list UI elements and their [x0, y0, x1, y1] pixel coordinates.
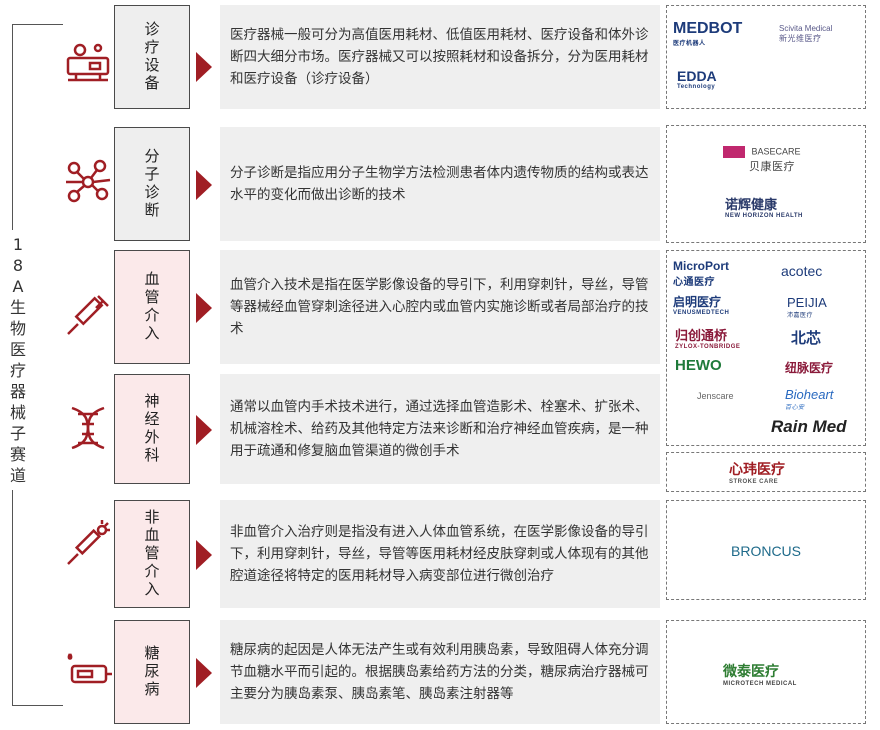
arrow-icon — [196, 658, 212, 688]
category-label: 非血管介入 — [114, 500, 190, 608]
description-box: 医疗器械一般可分为高值医用耗材、低值医用耗材、医疗设备和体外诊断四大细分市场。医… — [220, 5, 660, 109]
arrow-icon — [196, 415, 212, 445]
logo-rainmed: Rain Med — [771, 417, 847, 436]
probe-icon — [67, 520, 110, 565]
description-box: 糖尿病的起因是人体无法产生或有效利用胰岛素，导致阻碍人体充分调节血糖水平而引起的… — [220, 620, 660, 724]
side-title-char: 物 — [9, 319, 26, 338]
arrow-icon — [196, 170, 212, 200]
side-title-char: 赛 — [9, 445, 26, 464]
side-title-char: 8 — [12, 256, 24, 275]
molecule-icon — [66, 159, 111, 203]
side-title-char: 生 — [9, 298, 26, 317]
description-box: 非血管介入治疗则是指没有进入人体血管系统，在医学影像设备的导引下，利用穿刺针，导… — [220, 500, 660, 608]
syringe-icon — [67, 295, 109, 335]
glucose-meter-icon — [67, 653, 112, 684]
dna-icon — [71, 406, 105, 450]
logo-beixin: 北芯 — [791, 330, 822, 347]
arrow-icon — [196, 52, 212, 82]
logo-acotec: acotec — [781, 263, 823, 279]
logo-hewo: HEWO — [675, 357, 722, 374]
side-title-char: 道 — [9, 466, 26, 485]
description-box: 血管介入技术是指在医学影像设备的导引下，利用穿刺针，导丝，导管等器械经血管穿刺途… — [220, 250, 660, 364]
side-title-char: 器 — [9, 382, 26, 401]
arrow-icon — [196, 293, 212, 323]
medical-equipment-icon — [66, 43, 110, 82]
logo-jenscare: Jenscare — [697, 391, 734, 401]
category-label: 糖尿病 — [114, 620, 190, 724]
side-title-char: 医 — [9, 340, 26, 359]
category-label: 诊疗设备 — [114, 5, 190, 109]
side-title-char: 1 — [12, 235, 24, 254]
side-title-char: 械 — [9, 403, 26, 422]
category-label: 血管介入 — [114, 250, 190, 364]
logo-box: BRONCUS — [666, 500, 866, 600]
side-title-char: 疗 — [9, 361, 26, 380]
side-title-char: 子 — [9, 424, 26, 443]
description-box: 通常以血管内手术技术进行，通过选择血管造影术、栓塞术、扩张术、机械溶栓术、给药及… — [220, 374, 660, 484]
description-box: 分子诊断是指应用分子生物学方法检测患者体内遗传物质的结构或表达水平的变化而做出诊… — [220, 127, 660, 241]
side-title: 1 8 A 生 物 医 疗 器 械 子 赛 道 — [0, 230, 36, 490]
category-label: 分子诊断 — [114, 127, 190, 241]
logo-broncus: BRONCUS — [731, 543, 802, 559]
arrow-icon — [196, 540, 212, 570]
logo-niumai: 纽脉医疗 — [785, 361, 834, 375]
side-title-char: A — [12, 277, 24, 296]
category-label: 神经外科 — [114, 374, 190, 484]
